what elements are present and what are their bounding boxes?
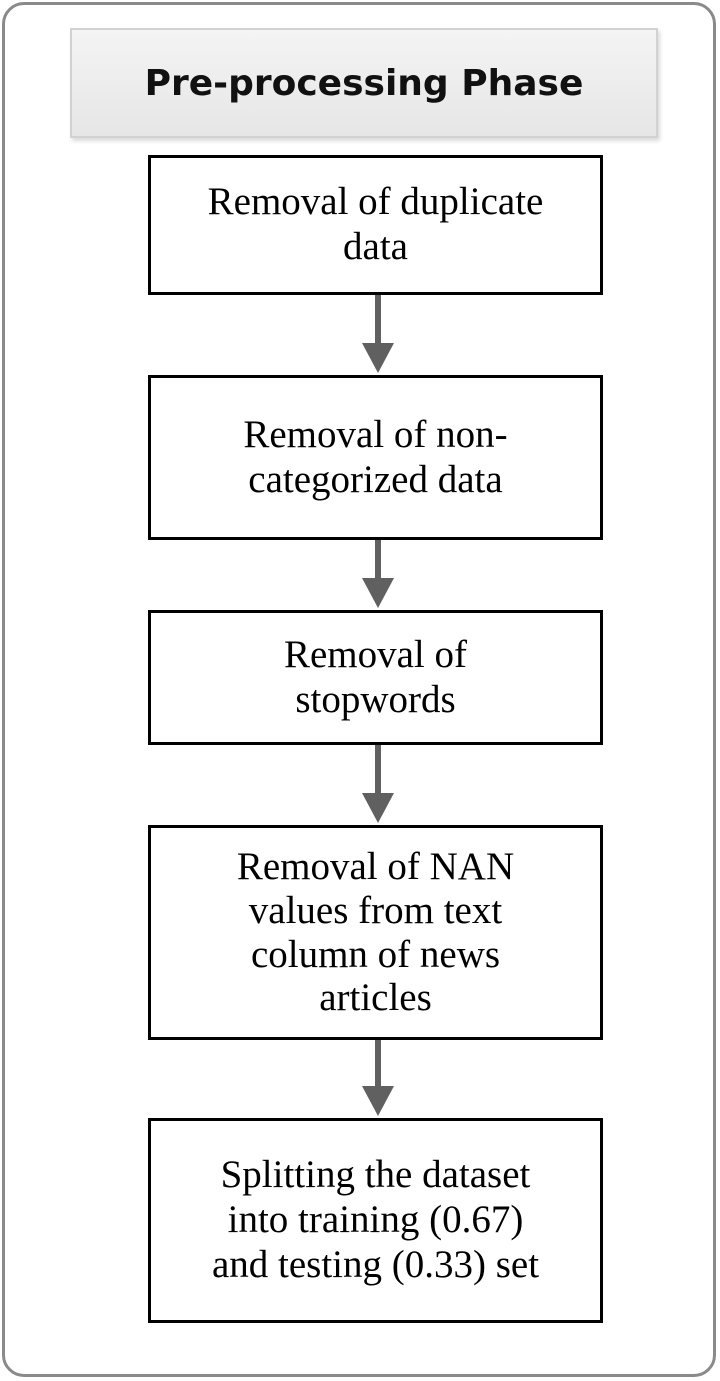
step-remove-stopwords: Removal of stopwords (148, 610, 603, 745)
step-3-label: Removal of stopwords (283, 632, 468, 721)
step-remove-non-categorized: Removal of non- categorized data (148, 375, 603, 540)
step-2-label: Removal of non- categorized data (243, 412, 508, 501)
step-5-label: Splitting the dataset into training (0.6… (211, 1153, 540, 1286)
arrow-4 (362, 1040, 394, 1116)
step-remove-duplicates: Removal of duplicate data (148, 155, 603, 295)
phase-header: Pre-processing Phase (70, 28, 658, 138)
step-1-label: Removal of duplicate data (207, 180, 544, 268)
arrow-3 (362, 745, 394, 823)
step-remove-nan-values: Removal of NAN values from text column o… (148, 825, 603, 1040)
step-4-label: Removal of NAN values from text column o… (236, 845, 515, 1020)
arrow-2 (362, 540, 394, 608)
step-split-dataset: Splitting the dataset into training (0.6… (148, 1118, 603, 1323)
phase-title: Pre-processing Phase (144, 62, 584, 104)
arrow-1 (362, 295, 394, 373)
